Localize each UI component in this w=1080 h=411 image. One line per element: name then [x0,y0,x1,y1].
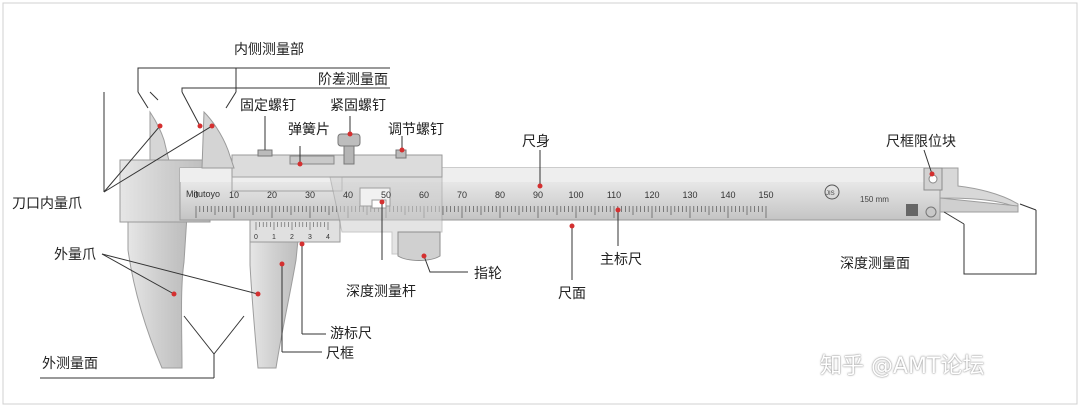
fixed-outer-jaw [127,199,189,369]
brand-mark: Mitutoyo [186,189,220,199]
vernier-number: 2 [290,234,294,241]
scale-number: 70 [457,190,467,200]
qr-mark [906,204,918,216]
scale-number: 0 [193,190,198,200]
scale-number: 20 [267,190,277,200]
main-scale-numbers: 0 10 20 30 40 50 60 70 80 90 100 110 120 130 140 150 [193,190,773,200]
scale-number: 30 [305,190,315,200]
label-adjust-screw: 调节螺钉 [388,122,444,138]
label-beam: 尺身 [522,134,550,150]
scale-number: 80 [495,190,505,200]
label-fixing-screw: 固定螺钉 [240,98,296,114]
scale-number: 100 [568,190,583,200]
label-scale-face: 尺面 [558,286,586,302]
label-depth-rod: 深度测量杆 [346,284,416,300]
scale-number: 110 [607,190,621,200]
scale-number: 10 [229,190,239,200]
label-inner-measure: 内侧测量部 [234,42,304,58]
label-slider: 尺框 [326,346,354,362]
label-vernier: 游标尺 [330,326,372,342]
label-clamp-screw: 紧固螺钉 [330,98,386,114]
range-label: 150 mm [860,195,889,204]
image-border [2,2,1078,405]
scale-number: 90 [533,190,543,200]
scale-number: 120 [644,190,659,200]
label-depth-face: 深度测量面 [840,256,910,272]
movable-inner-jaw [201,110,235,169]
clamp-screw-shaft [343,145,355,165]
label-thumb-wheel: 指轮 [474,266,502,282]
label-step-face: 阶差测量面 [318,72,388,88]
jis-circle [824,184,840,200]
movable-outer-jaw [249,219,301,369]
label-outer-jaw: 外量爪 [54,247,96,263]
depth-rod-end [939,197,1019,213]
fixed-inner-jaw [149,110,171,166]
scale-number: 40 [343,190,353,200]
vernier-ticks: 0 1 2 3 4 [254,222,330,241]
vernier-number: 0 [254,234,258,241]
label-stop-block: 尺框限位块 [886,134,956,150]
thumb-wheel [397,231,441,261]
leader-lines [40,67,1037,379]
label-main-scale: 主标尺 [600,252,642,268]
scale-number: 50 [381,190,391,200]
scale-number: 140 [720,190,735,200]
watermark: 知乎 @AMT论坛 [820,354,985,379]
vernier-number: 4 [326,234,330,241]
vernier-number: 1 [272,234,276,241]
jis-mark: JIS [826,191,835,197]
scale-number: 60 [419,190,429,200]
vernier-number: 3 [308,234,312,241]
label-knife-inner-jaw: 刀口内量爪 [12,196,82,212]
slider-top [231,154,443,178]
pointer-dots [157,123,935,297]
label-spring-plate: 弹簧片 [288,122,330,138]
spring-plate [289,155,335,165]
beam-screw [925,206,937,218]
scale-number: 130 [682,190,697,200]
label-outer-face: 外测量面 [42,356,98,372]
scale-number: 150 [758,190,773,200]
